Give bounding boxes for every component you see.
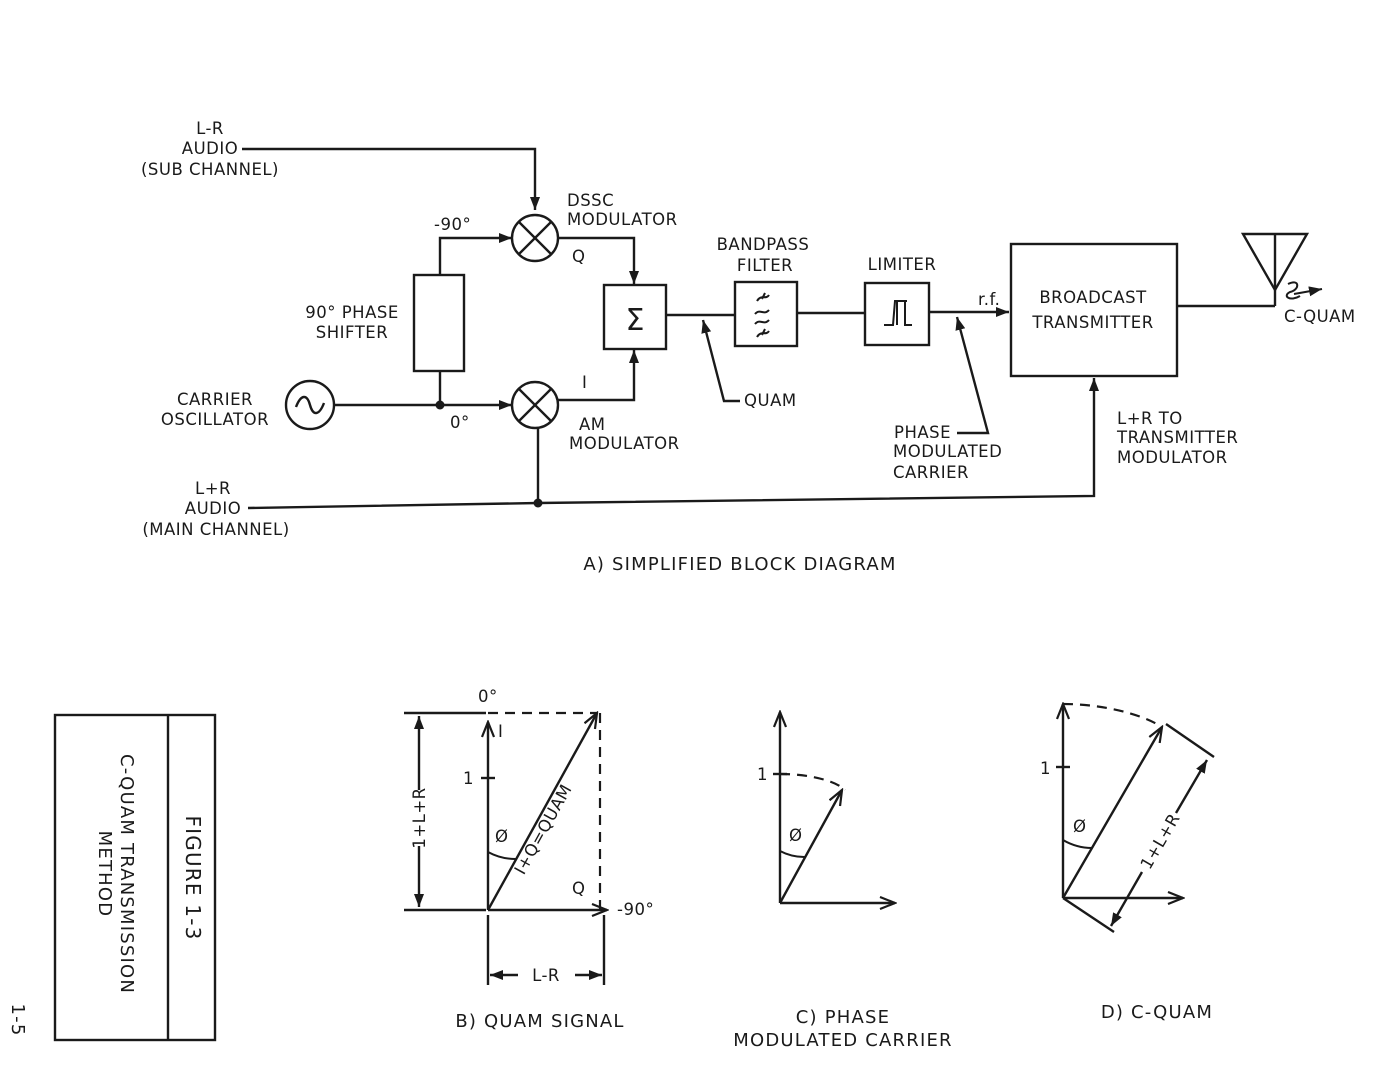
figure-title-line1: C-QUAM TRANSMISSION — [116, 754, 137, 994]
svg-text:1: 1 — [463, 769, 474, 788]
svg-text:LIMITER: LIMITER — [868, 255, 937, 274]
zero-deg-label: 0° — [450, 413, 470, 432]
svg-text:MODULATED: MODULATED — [893, 442, 1002, 461]
svg-text:SHIFTER: SHIFTER — [316, 323, 388, 342]
svg-text:BROADCAST: BROADCAST — [1039, 288, 1147, 307]
svg-text:L-R: L-R — [196, 119, 224, 138]
svg-text:L+R TO: L+R TO — [1117, 409, 1183, 428]
svg-text:TRANSMITTER: TRANSMITTER — [1116, 428, 1238, 447]
broadcast-transmitter: BROADCAST TRANSMITTER — [1009, 242, 1179, 378]
svg-text:(SUB CHANNEL): (SUB CHANNEL) — [141, 160, 279, 179]
svg-text:L-R: L-R — [532, 966, 560, 985]
caption-a: A) SIMPLIFIED BLOCK DIAGRAM — [583, 554, 896, 575]
svg-text:I: I — [498, 722, 503, 741]
figure-number: FIGURE 1-3 — [181, 815, 205, 940]
rf-label: r.f. — [978, 290, 1000, 309]
lr-audio-line — [242, 147, 540, 210]
summing-block: Σ — [558, 236, 668, 402]
svg-text:OSCILLATOR: OSCILLATOR — [161, 410, 269, 429]
svg-text:AUDIO: AUDIO — [185, 499, 241, 518]
svg-text:MODULATOR: MODULATOR — [567, 210, 678, 229]
svg-text:90° PHASE: 90° PHASE — [305, 303, 399, 322]
svg-text:(MAIN CHANNEL): (MAIN CHANNEL) — [142, 520, 289, 539]
svg-text:BANDPASS: BANDPASS — [717, 235, 810, 254]
svg-text:I+Q=QUAM: I+Q=QUAM — [511, 781, 576, 878]
block-diagram: L-R AUDIO (SUB CHANNEL) DSSC MODULATOR Q… — [141, 119, 1356, 575]
sigma-symbol: Σ — [626, 303, 645, 338]
svg-text:1: 1 — [757, 765, 768, 784]
svg-text:-90°: -90° — [617, 900, 654, 919]
figure-title-box: FIGURE 1-3 C-QUAM TRANSMISSION METHOD — [53, 713, 217, 1042]
svg-text:Ø: Ø — [789, 826, 803, 845]
phase-modulated-carrier-annotation: PHASE MODULATED CARRIER — [893, 316, 1002, 482]
svg-text:Ø: Ø — [495, 827, 509, 846]
svg-text:Q: Q — [572, 879, 586, 898]
svg-text:0°: 0° — [478, 687, 498, 706]
bandpass-filter: BANDPASS FILTER — [717, 235, 810, 348]
caption-d: D) C-QUAM — [1101, 1002, 1213, 1023]
svg-text:TRANSMITTER: TRANSMITTER — [1031, 313, 1153, 332]
lpr-audio-input: L+R AUDIO (MAIN CHANNEL) L+R TO TRANSMIT… — [142, 378, 1238, 539]
svg-text:Ø: Ø — [1073, 817, 1087, 836]
caption-c-line2: MODULATED CARRIER — [733, 1030, 953, 1051]
caption-b: B) QUAM SIGNAL — [455, 1011, 624, 1032]
page-number: 1-5 — [7, 1004, 28, 1037]
svg-text:MODULATOR: MODULATOR — [569, 434, 680, 453]
svg-text:CARRIER: CARRIER — [177, 390, 253, 409]
quam-signal-diagram: 0° I 1 1+L+R Ø I+Q=QUAM Q -90° L-R B) QU… — [404, 687, 654, 1032]
figure-title-line2: METHOD — [94, 831, 115, 918]
carrier-oscillator: CARRIER OSCILLATOR 0° — [161, 379, 512, 432]
svg-text:PHASE: PHASE — [894, 423, 951, 442]
quam-annotation: QUAM — [701, 319, 797, 410]
svg-text:AUDIO: AUDIO — [182, 139, 238, 158]
dssc-modulator: DSSC MODULATOR Q — [510, 191, 678, 266]
phase-modulated-carrier-diagram: 1 Ø C) PHASE MODULATED CARRIER — [733, 712, 953, 1051]
i-label: I — [582, 373, 587, 392]
caption-c-line1: C) PHASE — [796, 1007, 890, 1028]
antenna-icon: C-QUAM — [1177, 232, 1356, 326]
phase-shifter: 90° PHASE SHIFTER — [305, 233, 512, 405]
svg-text:C-QUAM: C-QUAM — [1284, 307, 1356, 326]
c-quam-diagram: 1 Ø 1+L+R D) C-QUAM — [1040, 704, 1215, 1023]
svg-text:MODULATOR: MODULATOR — [1117, 448, 1228, 467]
q-label: Q — [572, 247, 586, 266]
svg-text:DSSC: DSSC — [567, 191, 614, 210]
svg-text:1: 1 — [1040, 759, 1051, 778]
svg-text:L+R: L+R — [195, 479, 231, 498]
svg-text:1+L+R: 1+L+R — [410, 787, 429, 848]
svg-text:QUAM: QUAM — [744, 391, 797, 410]
svg-text:1+L+R: 1+L+R — [1137, 810, 1184, 873]
am-modulator: AM MODULATOR I — [510, 373, 680, 453]
svg-text:CARRIER: CARRIER — [893, 463, 969, 482]
svg-text:AM: AM — [579, 415, 606, 434]
minus90-label: -90° — [434, 215, 471, 234]
svg-text:FILTER: FILTER — [737, 256, 793, 275]
lr-audio-input: L-R AUDIO (SUB CHANNEL) — [141, 119, 540, 210]
limiter: LIMITER — [863, 255, 937, 347]
